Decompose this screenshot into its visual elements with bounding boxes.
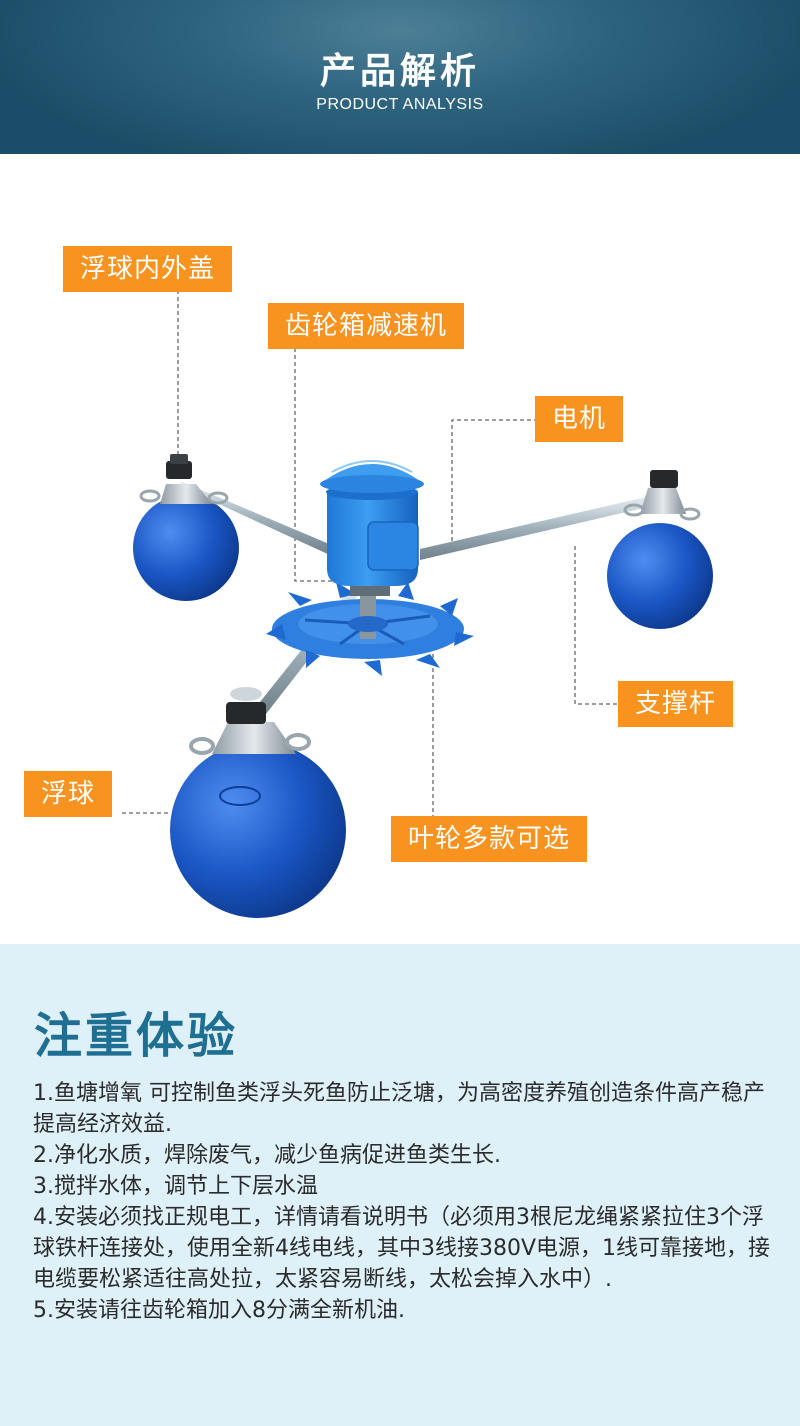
experience-list: 1.鱼塘增氧 可控制鱼类浮头死鱼防止泛塘，为高密度养殖创造条件高产稳产提高经济效… — [33, 1078, 783, 1326]
label-support-rod: 支撑杆 — [618, 681, 734, 727]
list-item: 3.搅拌水体，调节上下层水温 — [33, 1174, 318, 1199]
float-ball-bottom — [170, 687, 346, 918]
label-float-cover: 浮球内外盖 — [63, 246, 233, 292]
label-motor: 电机 — [535, 396, 624, 442]
float-ball-top-left — [133, 454, 239, 601]
list-item: 2.净化水质，焊除废气，减少鱼病促进鱼类生长. — [33, 1143, 501, 1168]
float-ball-top-right — [607, 470, 713, 629]
experience-title: 注重体验 — [34, 1008, 239, 1064]
product-diagram: 浮球内外盖 齿轮箱减速机 电机 支撑杆 浮球 叶轮多款可选 — [0, 154, 800, 944]
label-gearbox: 齿轮箱减速机 — [268, 303, 465, 349]
page-title: 产品解析 — [319, 51, 480, 92]
leader-lines — [122, 290, 618, 836]
list-item: 5.安装请往齿轮箱加入8分满全新机油. — [33, 1298, 405, 1323]
list-item: 1.鱼塘增氧 可控制鱼类浮头死鱼防止泛塘，为高密度养殖创造条件高产稳产提高经济效… — [33, 1081, 765, 1137]
aerator-illustration — [122, 290, 713, 918]
gearbox-motor — [320, 460, 424, 596]
header-banner: 产品解析 PRODUCT ANALYSIS — [0, 0, 800, 154]
page-subtitle: PRODUCT ANALYSIS — [316, 96, 484, 113]
label-float-ball: 浮球 — [24, 771, 113, 817]
list-item: 4.安装必须找正规电工，详情请看说明书（必须用3根尼龙绳紧紧拉住3个浮球铁杆连接… — [33, 1205, 771, 1292]
label-impeller: 叶轮多款可选 — [391, 816, 588, 862]
experience-section: 注重体验 1.鱼塘增氧 可控制鱼类浮头死鱼防止泛塘，为高密度养殖创造条件高产稳产… — [0, 944, 800, 1426]
